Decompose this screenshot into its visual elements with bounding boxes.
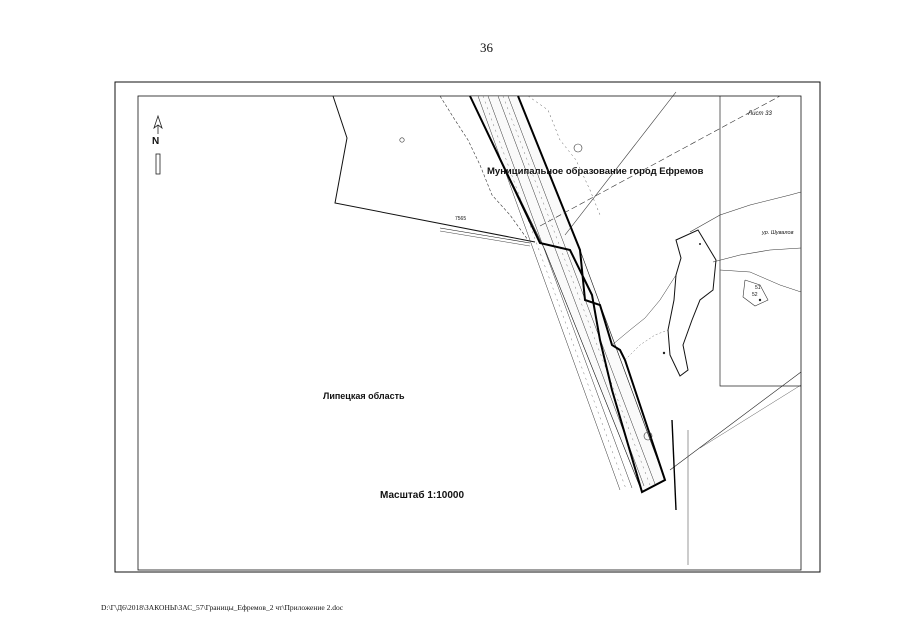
parcel-number-label: 51 — [755, 285, 761, 291]
municipality-label: Муниципальное образование город Ефремов — [487, 166, 704, 177]
corridor-dash-1 — [482, 95, 627, 490]
corridor-line-1 — [477, 95, 621, 491]
survey-mark-3 — [643, 431, 653, 441]
footer-file-path: D:\Г\Д6\2018\ЗАКОНЫ\ЗАС_57\Границы_Ефрем… — [101, 603, 344, 612]
page-number: 36 — [480, 40, 493, 55]
north-arrow-icon — [153, 114, 163, 175]
region-boundary — [332, 95, 536, 243]
parcel-code-label: 7565 — [455, 216, 467, 222]
region-label: Липецкая область — [323, 391, 405, 401]
ravine-east — [719, 269, 802, 293]
point-3 — [699, 243, 701, 245]
place-label: ур. Шувалов — [762, 230, 794, 236]
ravine-loop — [742, 279, 769, 307]
sheet-label: Лист 33 — [748, 111, 772, 117]
diagonal-line-2 — [564, 91, 677, 236]
diagonal-line-4 — [699, 384, 802, 449]
ravine-north — [689, 191, 802, 233]
inner-frame — [137, 95, 802, 571]
outer-frame — [114, 81, 821, 573]
corridor-line-2 — [487, 95, 633, 489]
vertical-line — [671, 419, 677, 511]
east-contour — [527, 95, 601, 216]
parcel-line-2 — [439, 230, 531, 247]
corridor-line-4 — [507, 95, 656, 485]
parcel-number-label-2: 52 — [752, 292, 758, 298]
ravine-branch — [712, 247, 802, 263]
survey-mark-2 — [573, 143, 583, 153]
survey-mark — [399, 137, 405, 143]
diagonal-line-3 — [669, 371, 802, 471]
diagonal-line-1 — [539, 95, 781, 227]
municipal-boundary — [469, 95, 667, 494]
point-2 — [758, 298, 762, 302]
sheet-boundary — [719, 96, 801, 387]
north-letter: N — [152, 136, 160, 147]
stream-2 — [624, 329, 669, 361]
parcel-line — [439, 227, 531, 244]
corridor-line-3 — [497, 95, 645, 487]
east-enclave — [667, 229, 717, 377]
stream — [611, 274, 677, 346]
scale-label: Масштаб 1:10000 — [380, 490, 465, 501]
point — [662, 351, 666, 355]
